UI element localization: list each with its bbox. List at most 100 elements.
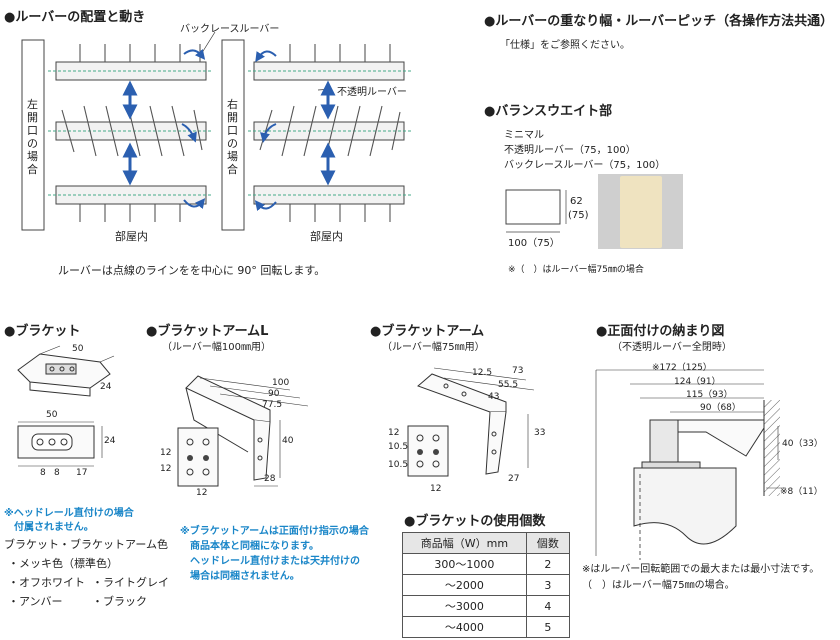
front-mount-drawing	[595, 369, 786, 560]
arm-note-4: 場合は同梱されません。	[190, 571, 300, 582]
arm-l-dim-12b: 12	[160, 464, 172, 474]
bracket-note-1: ※ヘッドレール直付けの場合	[4, 508, 134, 519]
backlace-label: バックレースルーバー	[180, 24, 280, 35]
balance-heading: ●バランスウエイト部	[484, 104, 613, 119]
rotate-arrow-icon	[260, 123, 277, 143]
arm-dim-10-5b: 10.5	[388, 460, 409, 470]
arm-dim-27: 27	[508, 474, 520, 484]
arm-drawing	[407, 367, 535, 477]
balance-photo	[598, 174, 683, 249]
rotate-arrow-icon	[183, 198, 206, 210]
arm-l-dim-40: 40	[282, 436, 294, 446]
color-item: ・ライトグレイ	[92, 576, 169, 589]
count-cell: 4	[525, 595, 571, 617]
bracket-heading: ●ブラケット	[4, 324, 81, 339]
col-count-header: 個数	[525, 532, 571, 554]
arm-l-drawing	[177, 375, 309, 487]
arm-note-2: 商品本体と同梱になります。	[190, 541, 319, 552]
arm-sub: （ルーバー幅75㎜用）	[382, 342, 485, 353]
right-opening-label: 右開口の場合	[227, 98, 238, 176]
left-wall	[21, 39, 45, 231]
rail-left-top	[48, 44, 212, 81]
arm-l-dim-77-5: 77.5	[262, 400, 283, 410]
count-cell: 5	[525, 616, 571, 638]
bracket-dim-8a: 8	[40, 468, 46, 478]
arm-heading: ●ブラケットアーム	[370, 324, 485, 339]
overlap-note: 「仕様」をご参照ください。	[500, 40, 630, 51]
rotate-arrow-icon	[181, 123, 197, 143]
bracket-dim-24: 24	[104, 436, 116, 446]
bracket-dim-8b: 8	[54, 468, 60, 478]
rail-left-mid	[48, 105, 212, 157]
arm-dim-12b: 12	[430, 484, 442, 494]
front-dim-40: 40（33）	[782, 439, 823, 449]
arm-dim-10-5a: 10.5	[388, 442, 409, 452]
front-heading: ●正面付けの納まり図	[596, 324, 725, 339]
width-cell: ～3000	[402, 595, 527, 617]
front-dim-124: 124（91）	[674, 377, 721, 387]
front-note-2: （ ）はルーバー幅75㎜の場合。	[582, 580, 735, 591]
arm-l-dim-28: 28	[264, 474, 276, 484]
arm-l-dim-90: 90	[268, 389, 280, 399]
arm-dim-73: 73	[512, 366, 524, 376]
arm-dim-43: 43	[488, 392, 500, 402]
front-dim-172: ※172（125）	[652, 363, 712, 373]
arm-dim-12-5: 12.5	[472, 368, 493, 378]
bracket-dim-50-top: 50	[72, 344, 84, 354]
arm-note-1: ※ブラケットアームは正面付け指示の場合	[180, 526, 369, 537]
overlap-heading: ●ルーバーの重なり幅・ルーバーピッチ（各操作方法共通）	[484, 14, 834, 29]
color-item: ・オフホワイト	[8, 576, 85, 589]
bracket-dim-24-top: 24	[100, 382, 112, 392]
bracket-color-title: ブラケット・ブラケットアーム色	[4, 538, 169, 551]
front-dim-115: 115（93）	[686, 390, 733, 400]
arm-dim-33: 33	[534, 428, 546, 438]
color-item: ・ブラック	[92, 595, 147, 608]
count-cell: 2	[525, 553, 571, 575]
count-heading: ●ブラケットの使用個数	[404, 514, 546, 529]
louver-heading: ●ルーバーの配置と動き	[4, 10, 146, 25]
arm-l-dim-12a: 12	[160, 448, 172, 458]
bracket-iso-drawing	[17, 345, 115, 397]
arm-dim-12: 12	[388, 428, 400, 438]
balance-width: 100（75）	[508, 238, 560, 249]
arm-l-dim-100: 100	[272, 378, 290, 388]
room-label-right: 部屋内	[310, 230, 343, 243]
rail-right-top	[248, 44, 412, 81]
front-dim-90: 90（68）	[700, 403, 741, 413]
color-item: ・メッキ色（標準色）	[8, 557, 118, 570]
rail-right-mid	[248, 105, 412, 157]
col-width-header: 商品幅（W）mm	[402, 532, 527, 554]
arm-l-heading: ●ブラケットアームL	[146, 324, 269, 339]
louver-caption: ルーバーは点線のラインをを中心に 90° 回転します。	[58, 264, 326, 277]
front-note-1: ※はルーバー回転範囲での最大または最小寸法です。	[582, 564, 820, 575]
front-sub: （不透明ルーバー全閉時）	[612, 342, 732, 353]
balance-line3: バックレースルーバー（75，100）	[504, 160, 666, 171]
color-item: ・アンバー	[8, 595, 63, 608]
rail-right-bottom	[248, 185, 412, 222]
width-cell: 300～1000	[402, 553, 527, 575]
balance-height-alt: (75)	[568, 210, 589, 221]
arm-note-3: ヘッドレール直付けまたは天井付けの	[190, 556, 360, 567]
room-label-left: 部屋内	[115, 230, 148, 243]
rotate-arrow-icon	[183, 48, 206, 60]
balance-line1: ミニマル	[504, 130, 544, 141]
bracket-dim-17: 17	[76, 468, 88, 478]
arm-l-dim-12c: 12	[196, 488, 208, 498]
arm-dim-55-5: 55.5	[498, 380, 519, 390]
front-dim-8: ※8（11）	[780, 487, 823, 497]
count-cell: 3	[525, 574, 571, 596]
width-cell: ～2000	[402, 574, 527, 596]
table-header-row: 商品幅（W）mm 個数	[402, 532, 571, 554]
balance-weight-image	[620, 176, 662, 248]
louver-diagram	[21, 31, 412, 231]
rail-left-bottom	[48, 185, 212, 222]
balance-height: 62	[570, 196, 583, 207]
width-cell: ～4000	[402, 616, 527, 638]
balance-diagram	[505, 189, 567, 233]
rotate-arrow-icon	[254, 200, 277, 212]
right-wall	[221, 39, 245, 231]
bracket-dim-50: 50	[46, 410, 58, 420]
